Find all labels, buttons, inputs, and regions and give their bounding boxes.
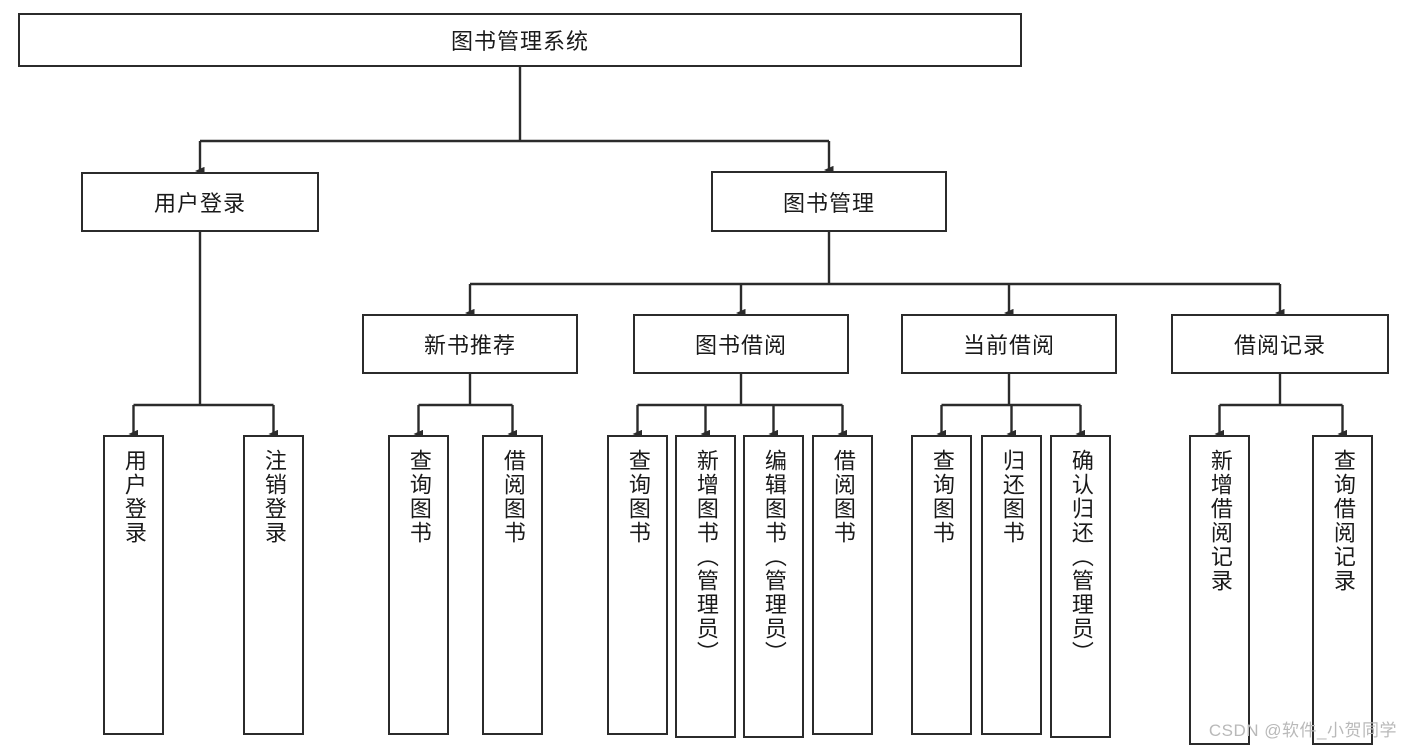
node-label: 当前借阅 — [962, 333, 1055, 358]
node-label: 借阅图书 — [830, 449, 856, 545]
node-l-nb-query[interactable]: 查询图书 — [388, 435, 449, 735]
node-label: 查询借阅记录 — [1330, 449, 1356, 593]
node-bookmgmt[interactable]: 图书管理 — [711, 171, 947, 232]
node-l-logout[interactable]: 注销登录 — [243, 435, 304, 735]
node-label: 注销登录 — [261, 449, 287, 545]
node-l-nb-borrow[interactable]: 借阅图书 — [482, 435, 543, 735]
node-label: 新书推荐 — [423, 333, 516, 358]
node-label: 用户登录 — [153, 191, 246, 216]
node-label: 查询图书 — [406, 449, 432, 545]
node-newbook[interactable]: 新书推荐 — [362, 314, 578, 374]
node-label: 确认归还（管理员） — [1068, 449, 1094, 665]
node-label: 编辑图书（管理员） — [761, 449, 787, 665]
node-label: 用户登录 — [121, 449, 147, 545]
node-label: 新增图书（管理员） — [693, 449, 719, 665]
node-l-cu-confirm[interactable]: 确认归还（管理员） — [1050, 435, 1111, 738]
node-label: 归还图书 — [999, 449, 1025, 545]
watermark: CSDN @软件_小贺同学 — [1208, 721, 1397, 740]
node-l-bw-query[interactable]: 查询图书 — [607, 435, 668, 735]
node-l-bw-add[interactable]: 新增图书（管理员） — [675, 435, 736, 738]
node-label: 图书借阅 — [694, 333, 787, 358]
node-l-cu-query[interactable]: 查询图书 — [911, 435, 972, 735]
node-label: 新增借阅记录 — [1207, 449, 1233, 593]
node-label: 查询图书 — [625, 449, 651, 545]
node-current[interactable]: 当前借阅 — [901, 314, 1117, 374]
node-l-rc-add[interactable]: 新增借阅记录 — [1189, 435, 1250, 745]
node-l-bw-borrow[interactable]: 借阅图书 — [812, 435, 873, 735]
node-label: 借阅记录 — [1233, 333, 1326, 358]
node-record[interactable]: 借阅记录 — [1171, 314, 1389, 374]
node-l-rc-query[interactable]: 查询借阅记录 — [1312, 435, 1373, 745]
node-l-bw-edit[interactable]: 编辑图书（管理员） — [743, 435, 804, 738]
node-label: 查询图书 — [929, 449, 955, 545]
node-label: 借阅图书 — [500, 449, 526, 545]
node-label: 图书管理 — [782, 190, 875, 216]
node-root[interactable]: 图书管理系统 — [18, 13, 1022, 67]
node-l-login[interactable]: 用户登录 — [103, 435, 164, 735]
node-label: 图书管理系统 — [450, 29, 589, 54]
node-borrow[interactable]: 图书借阅 — [633, 314, 849, 374]
node-l-cu-return[interactable]: 归还图书 — [981, 435, 1042, 735]
node-login[interactable]: 用户登录 — [81, 172, 319, 232]
